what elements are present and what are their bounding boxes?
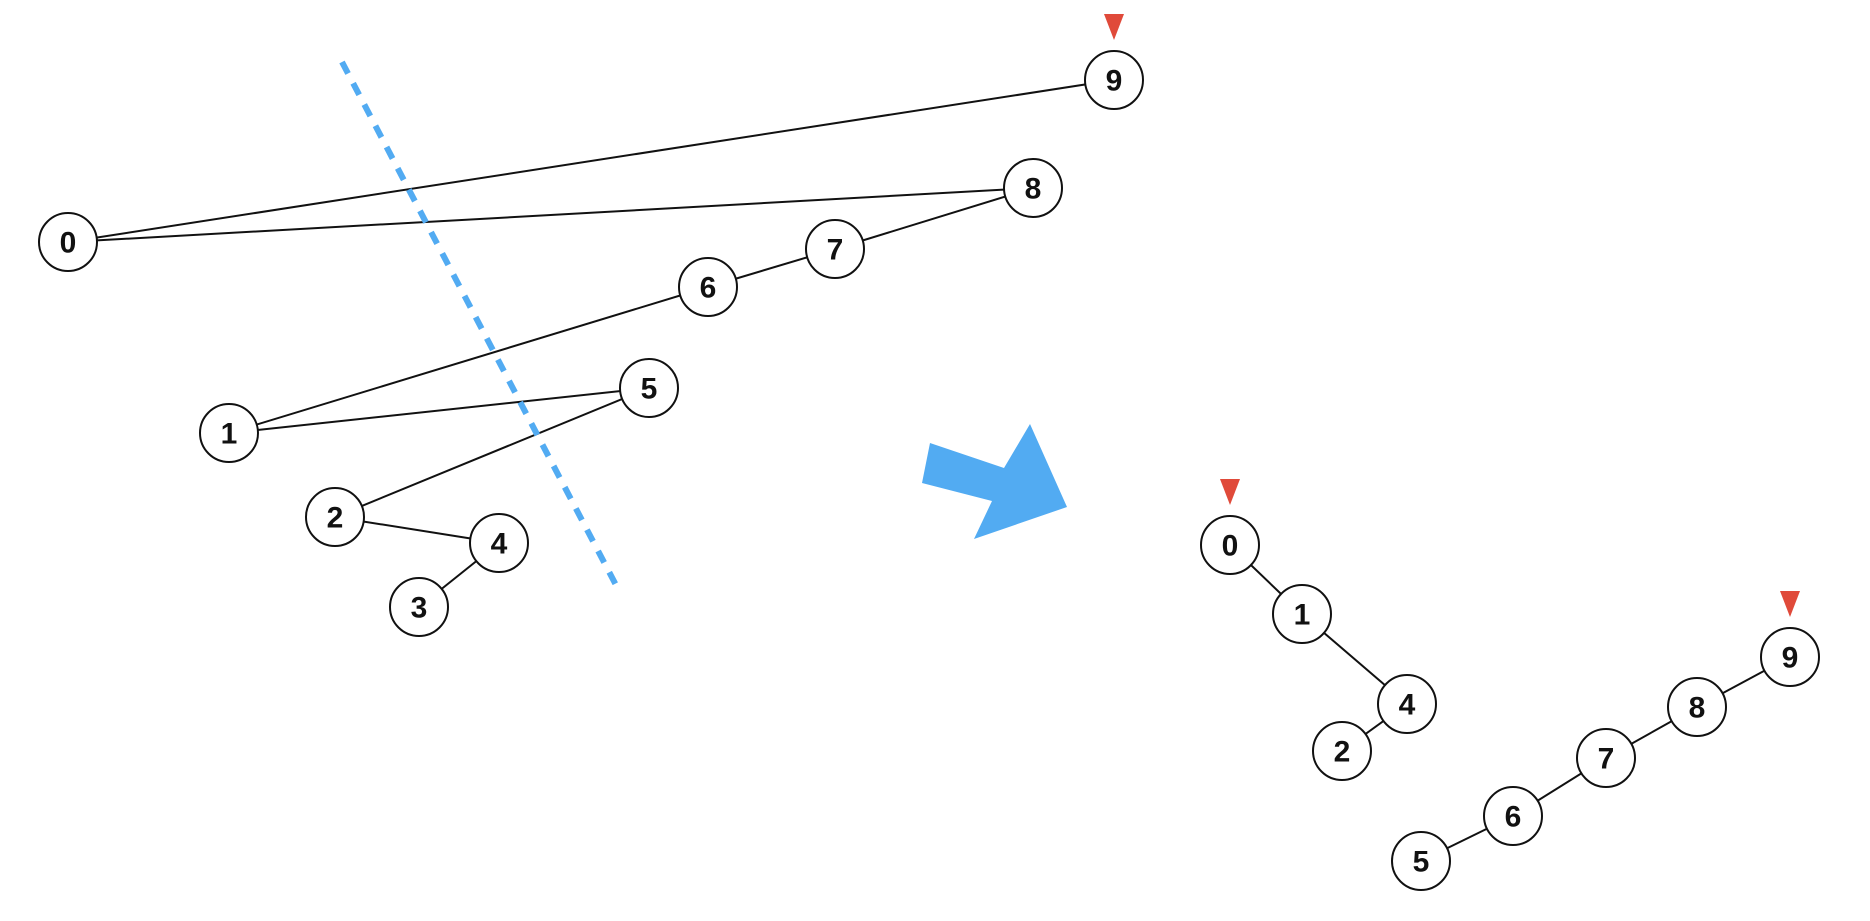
- right-tree-1-node-circle: [1200, 515, 1260, 575]
- right-tree-1-node-1: 1: [1272, 584, 1332, 644]
- right-tree-2-node-7: 7: [1576, 728, 1636, 788]
- nodes-layer: 0 1 2 3 4 5 6 7 8 9 0 1 4 2 9 8 7 6 5: [38, 50, 1820, 891]
- right-tree-1-node-label: 4: [1399, 689, 1416, 722]
- left-tree-node-8: 8: [1003, 158, 1063, 218]
- left-tree-node-circle: [199, 403, 259, 463]
- right-tree-1-node-0: 0: [1200, 515, 1260, 575]
- right-tree-1-root-marker-triangle-down-icon: [1220, 479, 1240, 505]
- right-tree-1-node-circle: [1312, 721, 1372, 781]
- left-tree-edge-6-1: [228, 286, 709, 434]
- left-tree-edge-1-5: [228, 387, 650, 434]
- left-tree-node-0: 0: [38, 212, 98, 272]
- left-tree-node-circle: [469, 513, 529, 573]
- left-tree-node-label: 8: [1025, 173, 1042, 206]
- left-tree-root-marker-triangle-down-icon: [1104, 14, 1124, 40]
- left-tree-node-label: 2: [327, 502, 344, 535]
- left-tree-edge-8-7: [834, 187, 1034, 250]
- left-tree-node-2: 2: [305, 487, 365, 547]
- left-tree-node-6: 6: [678, 257, 738, 317]
- left-tree-node-label: 5: [641, 373, 658, 406]
- left-tree-edge-0-8: [67, 187, 1034, 243]
- right-tree-2-node-label: 5: [1413, 846, 1430, 879]
- right-tree-2-node-circle: [1576, 728, 1636, 788]
- arrow-layer: [922, 424, 1067, 539]
- dashed-cut-line: [339, 60, 620, 589]
- left-tree-edge-5-2: [334, 387, 650, 518]
- left-tree-node-label: 3: [411, 592, 428, 625]
- left-tree-node-3: 3: [389, 577, 449, 637]
- left-tree-node-4: 4: [469, 513, 529, 573]
- right-tree-2-node-circle: [1667, 677, 1727, 737]
- right-tree-1-node-label: 1: [1294, 599, 1311, 632]
- cut-layer: [339, 60, 620, 589]
- left-tree-node-label: 4: [491, 528, 508, 561]
- left-tree-edge-0-9: [67, 79, 1115, 243]
- right-tree-2-node-label: 9: [1782, 642, 1799, 675]
- left-tree-node-circle: [1084, 50, 1144, 110]
- marker-layer: [1104, 14, 1800, 617]
- left-tree-node-circle: [38, 212, 98, 272]
- right-tree-2-root-marker-triangle-down-icon: [1780, 591, 1800, 617]
- arrow-right-icon: [922, 424, 1067, 539]
- right-tree-2-node-9: 9: [1760, 627, 1820, 687]
- left-tree-node-label: 9: [1106, 65, 1123, 98]
- right-tree-1-node-label: 0: [1222, 530, 1239, 563]
- left-tree-node-label: 6: [700, 272, 717, 305]
- right-tree-2-node-label: 6: [1505, 801, 1522, 834]
- right-tree-1-node-2: 2: [1312, 721, 1372, 781]
- right-tree-2-node-label: 7: [1598, 743, 1615, 776]
- right-tree-2-node-6: 6: [1483, 786, 1543, 846]
- left-tree-node-label: 7: [827, 234, 844, 267]
- left-tree-node-circle: [305, 487, 365, 547]
- right-tree-1-node-circle: [1377, 674, 1437, 734]
- right-tree-1-node-label: 2: [1334, 736, 1351, 769]
- right-tree-2-node-circle: [1391, 831, 1451, 891]
- left-tree-node-5: 5: [619, 358, 679, 418]
- right-tree-2-node-circle: [1483, 786, 1543, 846]
- right-tree-2-node-circle: [1760, 627, 1820, 687]
- left-tree-node-circle: [619, 358, 679, 418]
- left-tree-node-9: 9: [1084, 50, 1144, 110]
- right-tree-1-node-4: 4: [1377, 674, 1437, 734]
- right-tree-1-node-circle: [1272, 584, 1332, 644]
- left-tree-node-circle: [805, 219, 865, 279]
- left-tree-node-circle: [1003, 158, 1063, 218]
- left-tree-node-circle: [678, 257, 738, 317]
- left-tree-node-7: 7: [805, 219, 865, 279]
- left-tree-node-circle: [389, 577, 449, 637]
- left-tree-node-label: 0: [60, 227, 77, 260]
- right-tree-2-node-label: 8: [1689, 692, 1706, 725]
- left-tree-node-label: 1: [221, 418, 238, 451]
- right-tree-2-node-5: 5: [1391, 831, 1451, 891]
- right-tree-2-node-8: 8: [1667, 677, 1727, 737]
- left-tree-node-1: 1: [199, 403, 259, 463]
